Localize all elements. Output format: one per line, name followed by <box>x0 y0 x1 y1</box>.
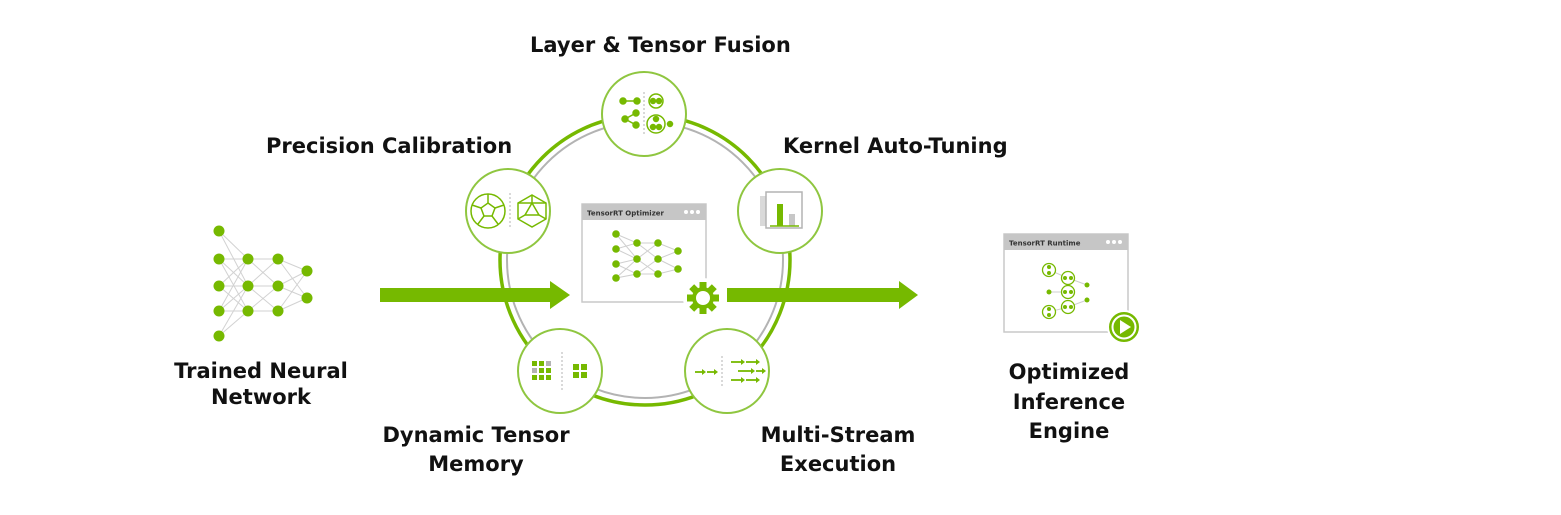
polyhedra-icon <box>470 193 547 229</box>
bar-chart-icon <box>760 191 803 229</box>
output-arrow <box>727 281 918 309</box>
runtime-network-icon <box>1041 262 1090 320</box>
label-optimized-inference-engine: Optimized Inference Engine <box>1008 360 1130 443</box>
play-icon <box>1107 310 1141 344</box>
layer-fusion-node <box>601 71 687 157</box>
label-kernel-auto-tuning: Kernel Auto-Tuning <box>783 134 1008 158</box>
runtime-window: TensorRT Runtime <box>1003 233 1129 333</box>
label-layer-tensor-fusion: Layer & Tensor Fusion <box>530 33 791 57</box>
multi-stream-execution-node <box>684 328 770 414</box>
label-precision-calibration: Precision Calibration <box>266 134 513 158</box>
input-arrow <box>380 281 570 309</box>
memory-grid-icon <box>532 352 587 391</box>
label-dynamic-tensor-memory: Dynamic Tensor Memory <box>382 423 570 476</box>
gear-icon <box>683 278 723 318</box>
optimizer-network-icon <box>612 230 682 282</box>
optimizer-title: TensorRT Optimizer <box>587 210 665 218</box>
optimizer-window: TensorRT Optimizer <box>581 203 707 303</box>
dynamic-tensor-memory-node <box>517 328 603 414</box>
neural-network-icon <box>213 225 313 342</box>
precision-calibration-node <box>465 168 551 254</box>
kernel-auto-tuning-node <box>737 168 823 254</box>
runtime-title: TensorRT Runtime <box>1009 240 1081 248</box>
label-multi-stream-execution: Multi-Stream Execution <box>760 423 916 476</box>
stream-arrows-icon <box>695 356 766 388</box>
fusion-icon <box>619 92 674 134</box>
label-trained-neural-network: Trained Neural Network <box>174 359 348 409</box>
